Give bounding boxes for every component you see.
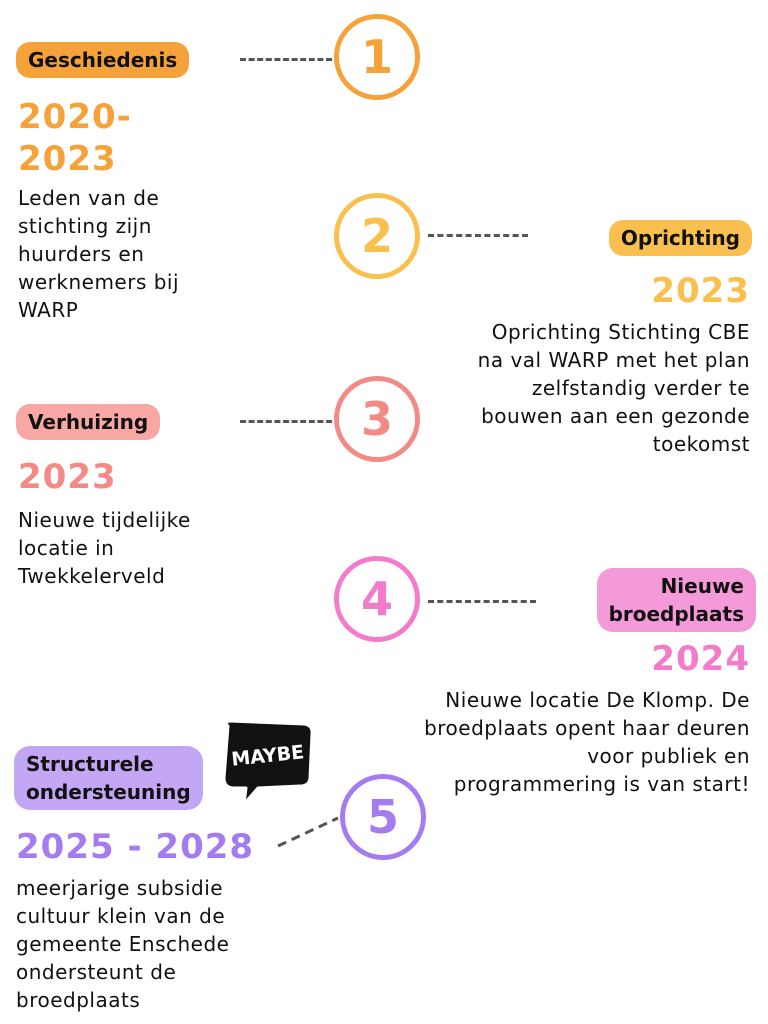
tag-4-line-1: Nieuwe xyxy=(660,574,744,598)
description-1: Leden van de stichting zijn huurders en … xyxy=(18,186,180,322)
year-1-line-1: 2020- xyxy=(18,97,132,137)
step-circle-3: 3 xyxy=(334,376,420,462)
connector-line-5 xyxy=(277,816,339,848)
tag-verhuizing: Verhuizing xyxy=(16,404,161,440)
step-circle-4: 4 xyxy=(334,556,420,642)
step-circle-1: 1 xyxy=(334,14,420,100)
step-circle-2: 2 xyxy=(334,193,420,279)
description-2: Oprichting Stichting CBE na val WARP met… xyxy=(477,320,750,456)
tag-5-line-1: Structurele xyxy=(26,752,154,776)
tag-structurele-ondersteuning: Structurele ondersteuning xyxy=(14,746,203,810)
tag-5-line-2: ondersteuning xyxy=(26,780,191,804)
connector-line-4 xyxy=(428,600,536,603)
year-4: 2024 xyxy=(651,639,750,679)
connector-line-3 xyxy=(240,420,332,423)
tag-geschiedenis: Geschiedenis xyxy=(16,42,190,78)
description-5: meerjarige subsidie cultuur klein van de… xyxy=(16,876,230,1012)
step-number-4: 4 xyxy=(360,572,393,626)
year-3: 2023 xyxy=(18,457,117,497)
tag-4-line-2: broedplaats xyxy=(608,602,744,626)
speech-bubble-icon xyxy=(222,719,314,806)
step-number-1: 1 xyxy=(360,30,393,84)
year-1-line-2: 2023 xyxy=(18,139,117,179)
step-number-2: 2 xyxy=(360,209,393,263)
year-2: 2023 xyxy=(651,271,750,311)
year-1: 2020- 2023 xyxy=(18,96,132,180)
connector-line-2 xyxy=(428,234,528,237)
description-4: Nieuwe locatie De Klomp. De broedplaats … xyxy=(424,688,750,796)
maybe-sticker: MAYBE xyxy=(222,719,314,806)
connector-line-1 xyxy=(240,58,332,61)
year-5: 2025 - 2028 xyxy=(16,827,255,867)
description-3: Nieuwe tijdelijke locatie in Twekkelerve… xyxy=(18,508,191,588)
tag-nieuwe-broedplaats: Nieuwe broedplaats xyxy=(596,568,756,632)
tag-oprichting: Oprichting xyxy=(608,220,752,256)
step-circle-5: 5 xyxy=(340,774,426,860)
step-number-3: 3 xyxy=(360,392,393,446)
step-number-5: 5 xyxy=(366,790,399,844)
